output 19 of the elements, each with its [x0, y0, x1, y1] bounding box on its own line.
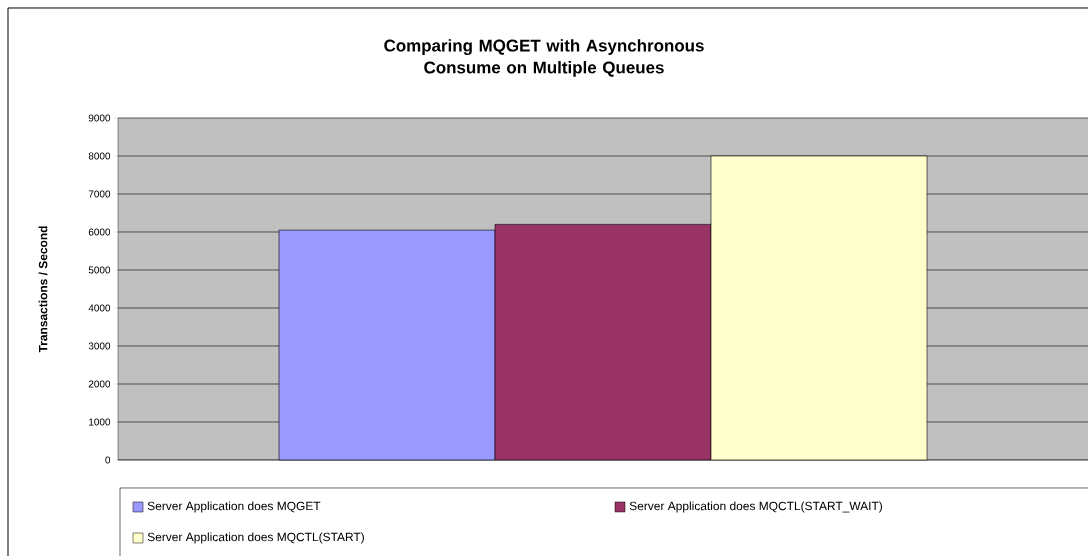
y-tick-label: 2000	[88, 380, 111, 388]
y-tick-label: 1000	[89, 418, 111, 426]
chart-title: Comparing MQGET with Asynchronous Consume on Multiple Queues	[384, 39, 704, 77]
y-tick-label: 4000	[88, 304, 111, 312]
y-tick-label: 8000	[88, 152, 111, 160]
bar	[278, 229, 496, 461]
bar-chart: 0 1000 2000 3000 4000 5000 6000 7000 8000 9000	[88, 114, 1088, 464]
y-tick-label: 0	[105, 456, 111, 464]
axis-title: Transactions / Second	[38, 226, 48, 353]
bar	[494, 224, 712, 461]
y-tick-label: 5000	[88, 266, 111, 274]
bar	[710, 155, 928, 461]
y-tick-label: 3000	[88, 342, 111, 350]
legend-label: Server Application does MQCTL(START)	[147, 532, 364, 544]
y-tick-label: 6000	[88, 228, 111, 236]
legend-label: Server Application does MQCTL(START_WAIT)	[629, 501, 882, 513]
y-tick-label: 9000	[88, 114, 111, 122]
y-tick-label: 7000	[88, 190, 111, 198]
legend-label: Server Application does MQGET	[147, 501, 321, 513]
